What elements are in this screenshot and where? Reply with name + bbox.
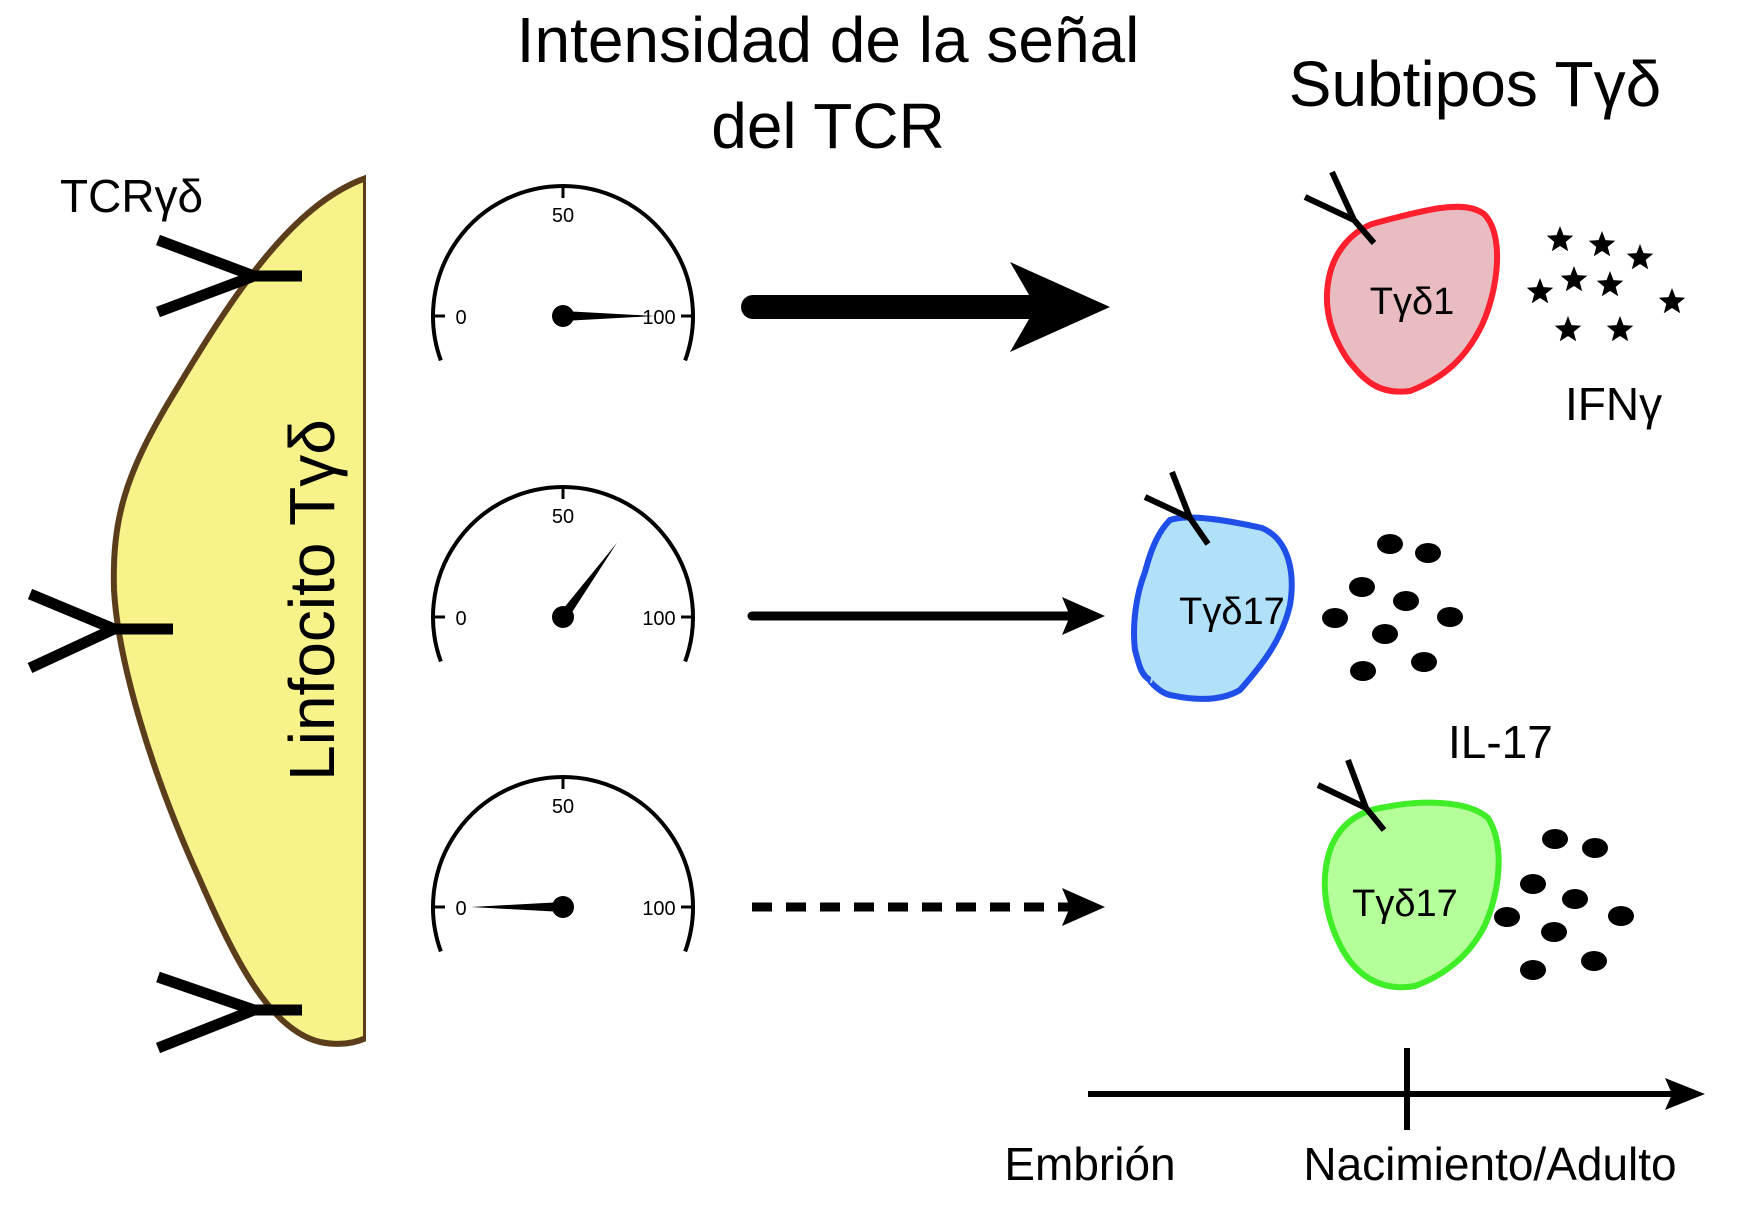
il17-dot <box>1411 652 1437 672</box>
cell-tgd1-label: Tγδ1 <box>1370 281 1455 323</box>
arrow-medium-signal <box>747 597 1105 635</box>
il17-dot <box>1437 607 1463 627</box>
il17-dots-blue <box>1322 534 1463 681</box>
ifng-star <box>1606 316 1634 342</box>
arrow-strong-signal <box>741 262 1110 352</box>
ifng-star <box>1546 226 1574 252</box>
il17-dot <box>1562 889 1588 909</box>
lymphocyte-label: Linfocito Tγδ <box>276 419 348 781</box>
gauge-max-label: 100 <box>642 898 675 920</box>
timeline-start-label: Embrión <box>1004 1138 1175 1190</box>
ifng-star <box>1526 278 1554 304</box>
lymphocyte-body <box>110 173 369 1047</box>
subtypes-header: Subtipos Tγδ <box>1289 48 1661 120</box>
il17-dot <box>1415 543 1441 563</box>
ifng-label: IFNγ <box>1565 378 1662 430</box>
timeline-end-label: Nacimiento/Adulto <box>1303 1138 1676 1190</box>
il17-label: IL-17 <box>1448 716 1553 768</box>
cell-tgd17-blue-receptor <box>1143 470 1211 546</box>
signal-header-line1: Intensidad de la señal <box>517 4 1140 76</box>
tcr-label: TCRγδ <box>60 170 203 222</box>
timeline-axis <box>1088 1048 1705 1130</box>
gauge-needle <box>563 311 655 321</box>
gauge-needle <box>558 542 618 620</box>
il17-dot <box>1582 838 1608 858</box>
ifng-star <box>1560 266 1588 292</box>
il17-dot <box>1520 874 1546 894</box>
il17-dot <box>1608 906 1634 926</box>
gauge-mid-label: 50 <box>552 205 574 227</box>
ifng-star <box>1658 288 1686 314</box>
gauge-medium: 0 50 100 <box>431 485 695 663</box>
gauge-high: 0 50 100 <box>431 184 695 362</box>
cell-tgd17-green-body <box>1321 799 1502 991</box>
ifng-stars <box>1526 226 1686 342</box>
cell-tgd17-blue-label: Tγδ17 <box>1179 591 1285 633</box>
il17-dot <box>1350 661 1376 681</box>
il17-dot <box>1581 951 1607 971</box>
gauge-needle <box>471 902 563 912</box>
arrow-weak-signal <box>752 888 1105 926</box>
il17-dot <box>1520 960 1546 980</box>
tcr-receptor-top <box>156 234 302 318</box>
gauge-min-label: 0 <box>455 307 466 329</box>
gauge-low: 0 50 100 <box>431 775 695 953</box>
il17-dot <box>1393 591 1419 611</box>
gauge-min-label: 0 <box>455 608 466 630</box>
gauge-max-label: 100 <box>642 307 675 329</box>
il17-dot <box>1541 922 1567 942</box>
gauge-min-label: 0 <box>455 898 466 920</box>
il17-dot <box>1542 829 1568 849</box>
ifng-star <box>1596 271 1624 297</box>
gauge-max-label: 100 <box>642 608 675 630</box>
lymphocyte-cut-edge <box>366 170 390 1060</box>
ifng-star <box>1588 231 1616 257</box>
gauge-hub <box>552 606 574 628</box>
cell-tgd1-body <box>1323 203 1501 395</box>
cell-tgd17-green-receptor <box>1316 758 1387 832</box>
il17-dot <box>1349 577 1375 597</box>
tcr-receptor-bottom <box>155 971 302 1054</box>
ifng-star <box>1626 244 1654 270</box>
cell-tgd1-receptor <box>1303 170 1377 245</box>
gauge-mid-label: 50 <box>552 796 574 818</box>
il17-dot <box>1377 534 1403 554</box>
cell-tgd17-green-label: Tγδ17 <box>1352 883 1458 925</box>
gauge-hub <box>552 896 574 918</box>
gauge-hub <box>552 305 574 327</box>
tcr-receptor-middle <box>27 588 173 673</box>
ifng-star <box>1554 316 1582 342</box>
signal-header-line2: del TCR <box>711 90 945 162</box>
il17-dots-green <box>1494 829 1634 980</box>
il17-dot <box>1322 608 1348 628</box>
il17-dot <box>1494 907 1520 927</box>
gauge-mid-label: 50 <box>552 506 574 528</box>
cell-tgd17-blue-body <box>1131 514 1295 702</box>
il17-dot <box>1372 624 1398 644</box>
